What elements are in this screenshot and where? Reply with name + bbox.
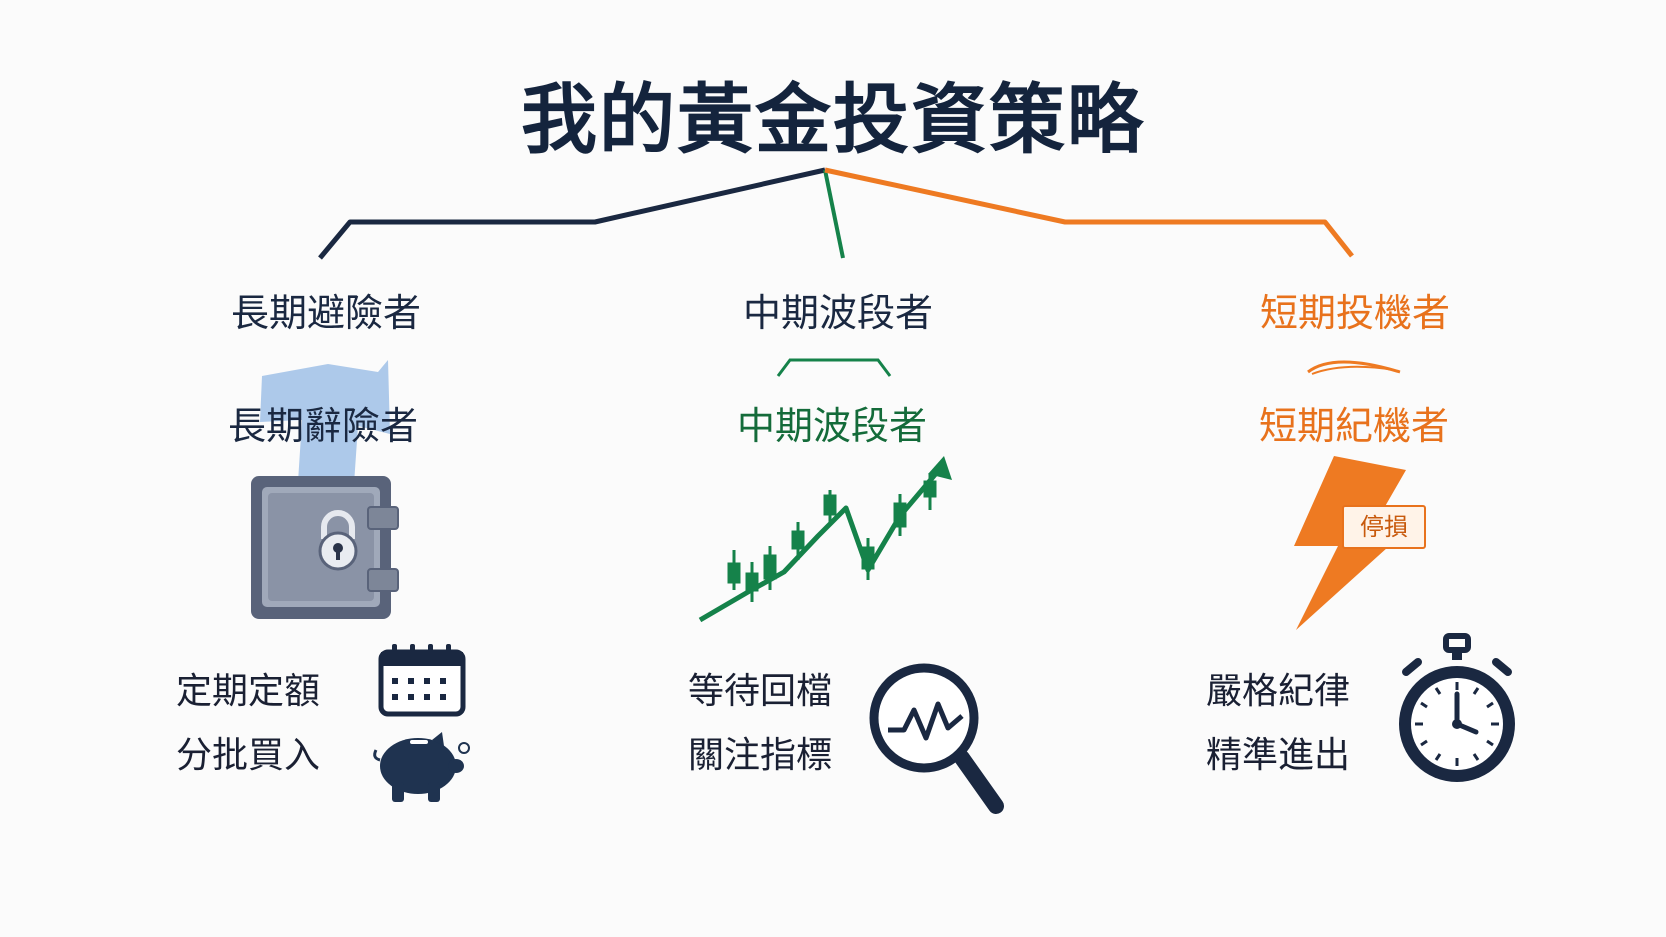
stop-loss-badge: 停損: [1342, 505, 1426, 549]
strategy-item-long-2: 分批買入: [176, 735, 321, 776]
column-heading-short-term: 短期投機者: [1259, 291, 1450, 335]
connector-branch-right: [824, 167, 1354, 258]
strategy-item-short-1: 嚴格紀律: [1206, 671, 1351, 712]
piggy-bank-icon: [372, 730, 472, 806]
column-subheading-mid-term: 中期波段者: [736, 404, 927, 448]
magnifier-chart-icon: [866, 660, 1008, 820]
candlestick-chart-icon: [694, 452, 954, 627]
column-subheading-long-term: 長期辭險者: [227, 404, 418, 448]
stopwatch-icon: [1392, 632, 1522, 792]
calendar-icon: [378, 642, 466, 718]
column-heading-long-term: 長期避險者: [230, 291, 421, 335]
page-title: 我的黃金投資策略: [521, 75, 1145, 164]
strategy-item-long-1: 定期定額: [176, 671, 321, 712]
swoosh-mark-short: [1307, 360, 1401, 375]
strategy-item-mid-2: 關注指標: [688, 735, 833, 776]
column-heading-mid-term: 中期波段者: [742, 291, 933, 335]
column-subheading-short-term: 短期紀機者: [1258, 404, 1449, 448]
highlight-brush-mark: [260, 360, 390, 484]
strategy-item-short-2: 精準進出: [1206, 735, 1351, 776]
connector-branch-left: [318, 167, 826, 260]
bracket-mark-mid: [776, 358, 892, 377]
connector-branch-middle: [823, 169, 845, 259]
safe-icon: [248, 473, 408, 623]
strategy-item-mid-1: 等待回檔: [688, 671, 833, 712]
